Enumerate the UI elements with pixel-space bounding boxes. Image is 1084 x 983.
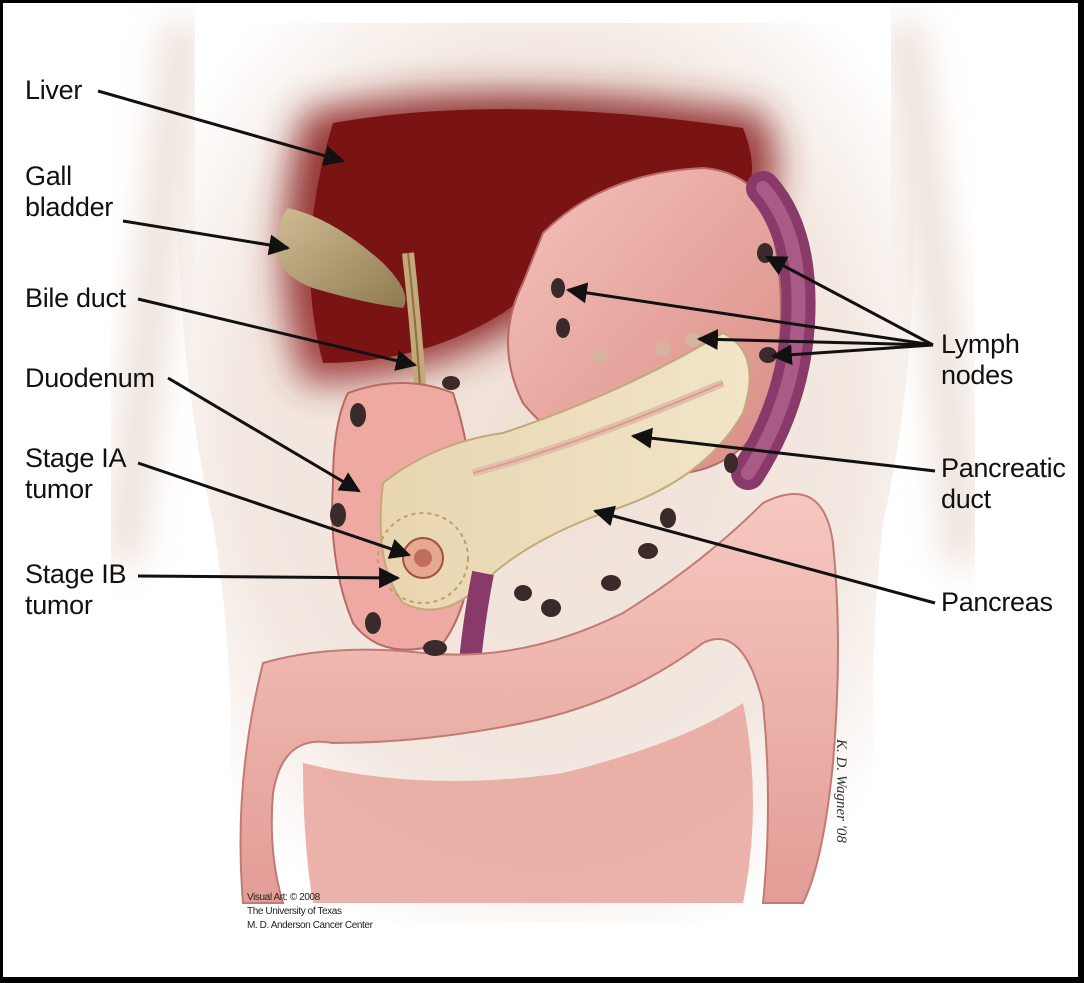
label-pancreas: Pancreas [941,587,1053,618]
label-bile-duct: Bile duct [25,283,126,314]
label-gall-bladder: Gall bladder [25,161,113,223]
image-credit: Visual Art: © 2008 The University of Tex… [247,891,373,933]
artist-signature: K. D. Wagner '08 [831,739,849,899]
label-stage-ib-tumor: Stage IB tumor [25,559,126,621]
label-duodenum: Duodenum [25,363,155,394]
tumor-ia [403,538,443,578]
label-pancreatic-duct: Pancreatic duct [941,453,1066,515]
leader-stage-ib [138,576,398,578]
label-liver: Liver [25,75,82,106]
label-stage-ia-tumor: Stage IA tumor [25,443,126,505]
anatomy-illustration [3,3,1084,983]
label-lymph-nodes: Lymph nodes [941,329,1020,391]
